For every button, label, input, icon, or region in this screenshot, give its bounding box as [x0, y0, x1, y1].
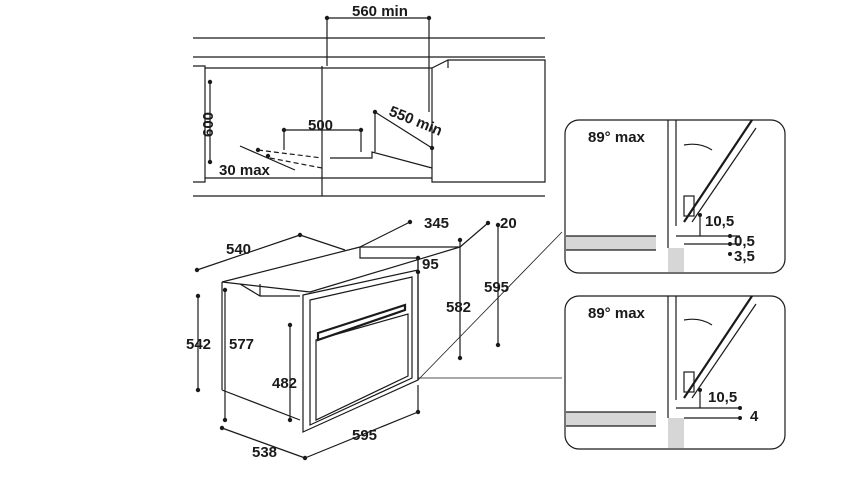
oven-door-handle [316, 303, 407, 342]
detail-bottom-frame [564, 295, 786, 450]
dim-595h-dot-bottom [495, 342, 501, 348]
detail-top-shelf [566, 236, 656, 250]
detail-bottom-angle-arc [683, 318, 713, 326]
detail-bottom-offset: 4 [750, 408, 759, 425]
dim-577-dot-bottom [222, 417, 228, 423]
detail-top-dot-d [728, 252, 732, 256]
dim-20-label: 20 [500, 215, 517, 232]
oven-back-box [359, 247, 419, 380]
dim-500-dot-left [281, 127, 287, 133]
detail-bottom-door-open [683, 295, 753, 399]
detail-top-angle-arc [683, 143, 713, 151]
dim-550-label: 550 min [387, 103, 445, 140]
dim-95-dot-b [415, 269, 421, 275]
dim-538-line [221, 427, 306, 459]
dim-20-line [459, 222, 489, 248]
detail-top-dot-a [698, 213, 702, 217]
detail-top-dot-b [728, 234, 732, 238]
dim-95-dot-a [415, 255, 421, 261]
dim-595h-label: 595 [484, 279, 509, 296]
dim-30-label: 30 max [219, 162, 271, 179]
dim-542-label: 542 [186, 336, 211, 353]
dim-550-dot-a [372, 109, 378, 115]
detail-bottom-panel: 89° max 10,5 4 [564, 295, 786, 450]
detail-top-panel: 89° max 10,5 0,5 3,5 [564, 119, 786, 274]
dim-595w-line [304, 411, 419, 459]
oven-front-panel [302, 269, 419, 433]
oven-door-window [315, 313, 409, 421]
detail-top-dot-c [728, 242, 732, 246]
dim-540-dot-a [194, 267, 200, 273]
dim-600-dot-top [207, 79, 213, 85]
dim-500-label: 500 [308, 117, 333, 134]
dim-482-label: 482 [272, 375, 297, 392]
dim-538-dot-a [219, 425, 225, 431]
dim-345-label: 345 [424, 215, 449, 232]
niche-floor [330, 151, 433, 169]
side-cabinet [431, 59, 546, 183]
detail-bottom-dot-a [698, 388, 702, 392]
niche-gap-dashed-2 [269, 157, 323, 169]
dim-538-label: 538 [252, 444, 277, 461]
oven-drawing: 540 345 20 95 542 577 582 595 [186, 215, 563, 461]
dim-582-dot-bottom [457, 355, 463, 361]
detail-top-offset-b: 3,5 [734, 248, 755, 265]
dim-595w-dot [415, 409, 421, 415]
dim-20-dot-a [485, 220, 491, 226]
detail-bottom-dot-b [738, 406, 742, 410]
dim-95-label: 95 [422, 256, 439, 273]
detail-bottom-angle: 89° max [588, 305, 646, 322]
cabinet-left-panel [193, 65, 206, 183]
dim-345-line [359, 221, 411, 248]
oven-top-face [221, 246, 461, 293]
dim-540-dot-b [297, 232, 303, 238]
dim-540-ext [299, 234, 346, 251]
detail-top-door-open [683, 119, 753, 223]
detail-top-gap: 10,5 [705, 213, 734, 230]
detail-bottom-post [668, 418, 684, 448]
detail-top-post [668, 248, 684, 272]
dim-600-dot-bottom [207, 159, 213, 165]
dim-550-dot-b [429, 145, 435, 151]
dim-542-dot-bottom [195, 387, 201, 393]
dim-560-label: 560 min [352, 3, 408, 20]
dim-550-line [374, 111, 433, 149]
dim-542-dot-top [195, 293, 201, 299]
oven-flange-edge [239, 283, 300, 297]
dim-582-label: 582 [446, 299, 471, 316]
dim-482-dot-bottom [287, 417, 293, 423]
dim-600-label: 600 [200, 112, 217, 137]
dim-30-dot-b [265, 153, 271, 159]
detail-bottom-hinge [683, 371, 695, 393]
dim-540-label: 540 [226, 241, 251, 258]
oven-front-inner [309, 276, 413, 426]
detail-top-hinge [683, 195, 695, 217]
detail-bottom-gap: 10,5 [708, 389, 737, 406]
cabinet-drawing: 560 min 600 500 550 min 30 max [193, 3, 546, 197]
detail-top-frame [564, 119, 786, 274]
oven-bottom-left [221, 389, 301, 421]
detail-top-leader [417, 231, 563, 381]
detail-bottom-shelf [566, 412, 656, 426]
dim-345-dot [407, 219, 413, 225]
dim-595w-label: 595 [352, 427, 377, 444]
detail-bottom-dot-c [738, 416, 742, 420]
dim-577-label: 577 [229, 336, 254, 353]
dim-582-dot-top [457, 237, 463, 243]
dim-540-line [196, 234, 301, 271]
dim-560-dot-right [426, 15, 432, 21]
niche-gap-dashed [257, 149, 323, 159]
dim-500-dot-right [358, 127, 364, 133]
dim-482-dot-top [287, 322, 293, 328]
dim-560-dot-left [324, 15, 330, 21]
dim-30-dot-a [255, 147, 261, 153]
detail-top-door-open-inner [691, 127, 757, 223]
dim-577-dot-top [222, 287, 228, 293]
oven-top-left-edge [221, 281, 311, 293]
detail-top-offset-a: 0,5 [734, 233, 755, 250]
detail-top-angle: 89° max [588, 129, 646, 146]
detail-bottom-door-open-inner [691, 303, 757, 399]
